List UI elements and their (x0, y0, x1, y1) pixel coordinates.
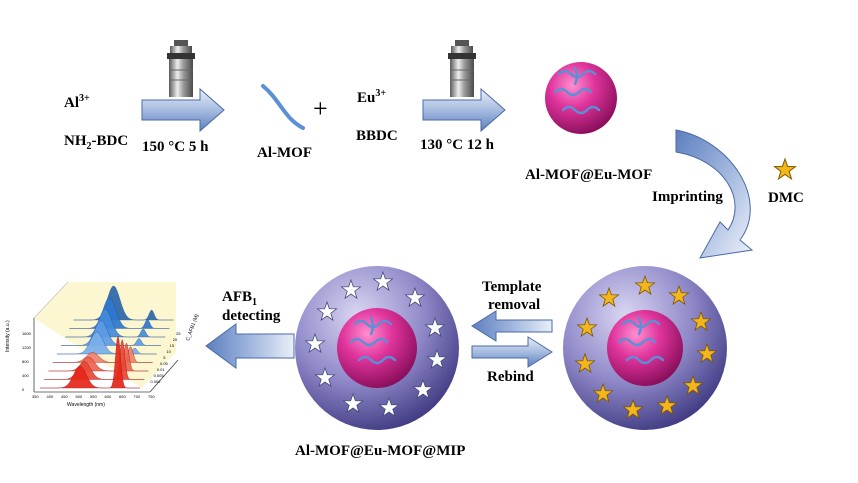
z-tick-label: 0.05 (160, 361, 168, 366)
x-tick-label: 650 (119, 394, 126, 399)
x-tick-label: 450 (61, 394, 68, 399)
z-tick-label: 15 (169, 343, 175, 348)
z-tick-label: 5 (163, 355, 166, 360)
afb1-label: AFB1 (222, 289, 257, 308)
y-tick-label: 0 (22, 387, 25, 392)
x-tick-label: 600 (104, 394, 112, 399)
arrow-icon (471, 310, 553, 342)
x-tick-label: 550 (90, 394, 97, 399)
spectrum-curve (61, 320, 161, 346)
spectrum-inset (33, 281, 179, 393)
spectrum-curve (69, 297, 170, 329)
y-tick-label: 800 (22, 359, 29, 364)
mip-template-sphere (563, 266, 727, 430)
autoclave-icon (448, 40, 476, 97)
detecting-label: detecting (222, 308, 281, 324)
arrow-icon (422, 87, 506, 133)
y-tick-label: 400 (22, 373, 29, 378)
x-tick-label: 350 (32, 394, 39, 399)
al-mof-eu-mof-label: Al-MOF@Eu-MOF (525, 167, 653, 183)
mip-product-label: Al-MOF@Eu-MOF@MIP (295, 443, 466, 459)
mip-cavity-sphere (295, 266, 459, 430)
y-tick-label: 1200 (22, 345, 31, 350)
spectrum-curve (65, 308, 166, 338)
arrow-icon (205, 323, 295, 369)
template-removal-line1: Template (482, 279, 542, 295)
z-tick-label: 0.000 (150, 379, 161, 384)
x-tick-label: 400 (46, 394, 54, 399)
z-tick-label: 25 (176, 331, 181, 336)
z-tick-label: 0.01 (156, 367, 165, 372)
al-mof-eu-mof-sphere (545, 62, 617, 134)
al-mof-fiber (261, 84, 305, 130)
eu-ion-label: Eu3+ (357, 88, 387, 106)
x-tick-label: 500 (75, 394, 83, 399)
dmc-label: DMC (768, 190, 804, 206)
autoclave-icon (167, 40, 195, 97)
z-tick-label: 20 (172, 337, 178, 342)
spectrum-curve (73, 285, 174, 321)
rebind-label: Rebind (487, 369, 534, 385)
arrow-icon (141, 87, 225, 133)
x-tick-label: 750 (148, 394, 155, 399)
z-tick-label: 10 (166, 349, 171, 354)
x-tick-label: 700 (133, 394, 141, 399)
template-removal-line2: removal (488, 297, 541, 313)
al-mof-label: Al-MOF (257, 145, 312, 161)
plus-sign: + (313, 94, 328, 123)
step1-condition: 150 °C 5 h (142, 139, 209, 155)
star-icon (773, 158, 797, 180)
imprinting-label: Imprinting (652, 189, 723, 205)
spectrum-ylabel: Intensity (a.u.) (5, 320, 11, 352)
nh2-bdc-label: NH2-BDC (64, 133, 129, 152)
arrow-icon (471, 336, 553, 368)
y-tick-label: 1600 (22, 331, 31, 336)
bbdc-label: BBDC (356, 128, 398, 144)
spectrum-curve (56, 331, 157, 355)
z-tick-label: 0.005 (153, 373, 164, 378)
spectrum-curve (40, 335, 140, 389)
al-ion-label: Al3+ (64, 93, 90, 111)
step2-condition: 130 °C 12 h (420, 137, 494, 153)
spectrum-xlabel: Wavelength (nm) (67, 402, 105, 408)
imprinting-arrow (675, 129, 754, 259)
